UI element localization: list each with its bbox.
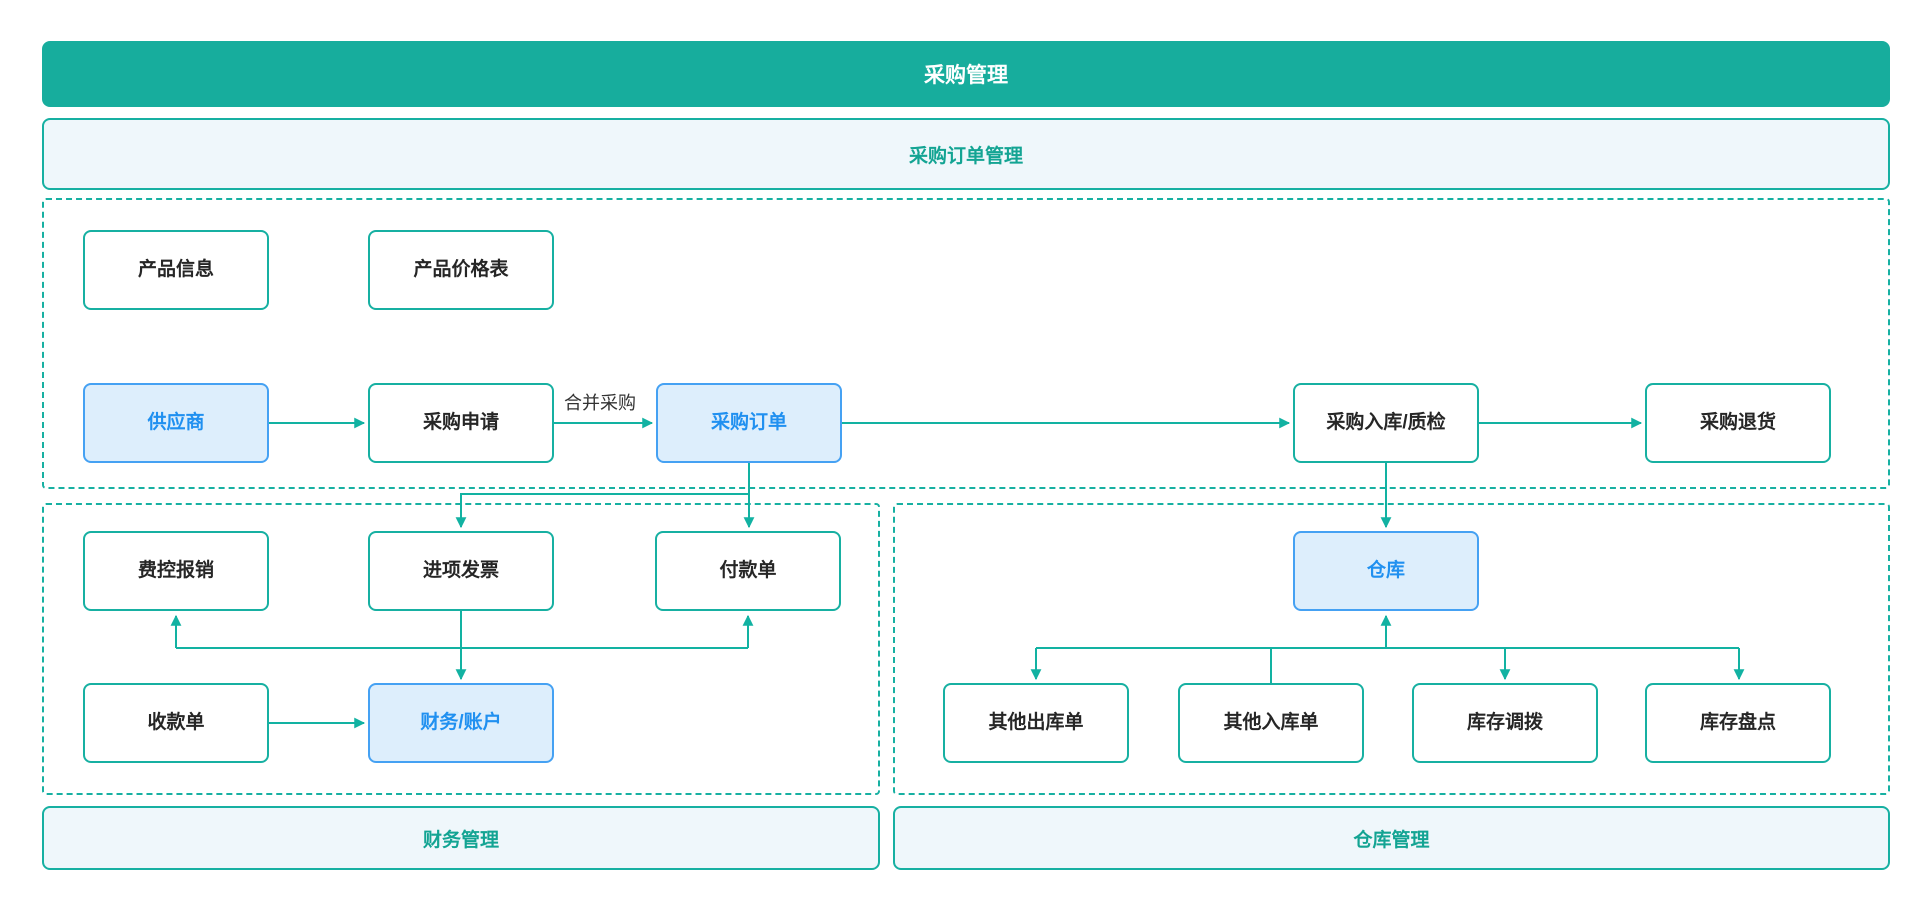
- node-label: 财务/账户: [420, 711, 502, 733]
- container-warehouse: [893, 503, 1890, 795]
- node-product-info: 产品信息: [83, 230, 269, 310]
- node-label: 库存盘点: [1699, 711, 1776, 733]
- node-expense-reimbursement: 费控报销: [83, 531, 269, 611]
- node-product-price-list: 产品价格表: [368, 230, 554, 310]
- node-purchase-return: 采购退货: [1645, 383, 1831, 463]
- section-bar-finance-mgmt: 财务管理: [42, 806, 880, 870]
- node-label: 采购入库/质检: [1326, 411, 1446, 433]
- node-purchase-order: 采购订单: [656, 383, 842, 463]
- edge-label-merge-purchase: 合并采购: [564, 393, 636, 413]
- section-label: 仓库管理: [1353, 829, 1430, 851]
- node-label: 费控报销: [137, 559, 214, 581]
- node-label: 其他出库单: [988, 711, 1084, 733]
- node-label: 供应商: [147, 411, 205, 433]
- section-label: 采购订单管理: [908, 145, 1023, 167]
- node-label: 采购订单: [710, 411, 787, 433]
- node-inventory-transfer: 库存调拨: [1412, 683, 1598, 763]
- node-label: 收款单: [147, 711, 205, 733]
- title-banner: 采购管理: [42, 41, 1890, 107]
- node-label: 付款单: [719, 559, 777, 581]
- node-receipt-slip: 收款单: [83, 683, 269, 763]
- section-label: 财务管理: [422, 829, 499, 851]
- container-purchase-flow: [42, 198, 1890, 489]
- node-label: 进项发票: [422, 559, 499, 581]
- node-label: 采购申请: [422, 411, 499, 433]
- page-title: 采购管理: [924, 64, 1008, 87]
- node-payment-slip: 付款单: [655, 531, 841, 611]
- node-supplier: 供应商: [83, 383, 269, 463]
- node-label: 其他入库单: [1223, 711, 1319, 733]
- node-label: 产品信息: [137, 258, 214, 280]
- node-other-inbound: 其他入库单: [1178, 683, 1364, 763]
- node-label: 仓库: [1366, 559, 1405, 581]
- node-label: 采购退货: [1699, 411, 1776, 433]
- node-purchase-inbound-qc: 采购入库/质检: [1293, 383, 1479, 463]
- section-bar-warehouse-mgmt: 仓库管理: [893, 806, 1890, 870]
- section-bar-purchase-order-mgmt: 采购订单管理: [42, 118, 1890, 190]
- node-label: 库存调拨: [1466, 711, 1543, 733]
- node-purchase-request: 采购申请: [368, 383, 554, 463]
- node-label: 产品价格表: [413, 258, 509, 280]
- node-other-outbound: 其他出库单: [943, 683, 1129, 763]
- node-input-invoice: 进项发票: [368, 531, 554, 611]
- node-warehouse: 仓库: [1293, 531, 1479, 611]
- node-inventory-count: 库存盘点: [1645, 683, 1831, 763]
- node-finance-account: 财务/账户: [368, 683, 554, 763]
